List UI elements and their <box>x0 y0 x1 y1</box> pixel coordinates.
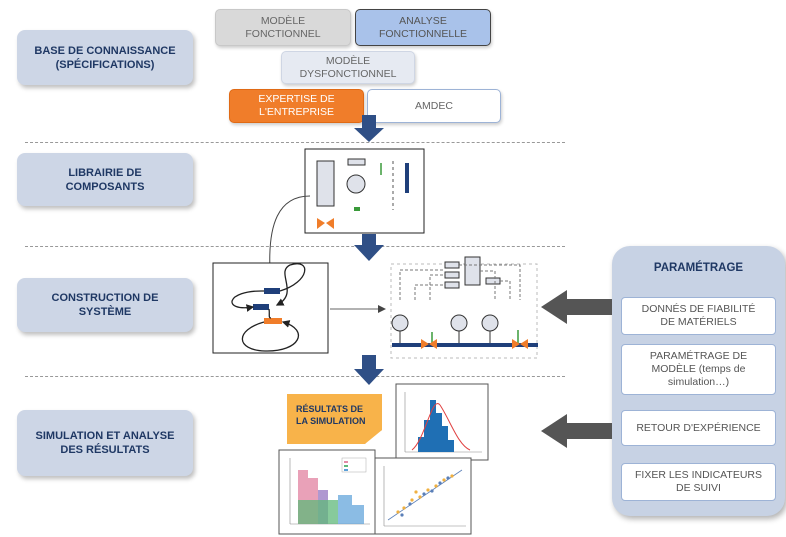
parametrage-title: PARAMÉTRAGE <box>653 262 744 274</box>
separator-1 <box>25 142 565 143</box>
results-note: RÉSULTATS DE LA SIMULATION <box>287 394 382 444</box>
gray-arrow-retour <box>541 414 612 448</box>
param-item-modele: PARAMÉTRAGE DE MODÈLE (temps de simulati… <box>621 344 776 395</box>
scatter-thumbnail <box>374 457 472 535</box>
stage-knowledge-base: BASE DE CONNAISSANCE (SPÉCIFICATIONS) <box>17 30 193 85</box>
system-schematic <box>390 256 538 359</box>
gray-arrow-fiabilite <box>541 290 612 324</box>
stage-component-library: LIBRAIRIE DE COMPOSANTS <box>17 153 193 206</box>
component-library-box <box>304 148 425 234</box>
param-item-retour: RETOUR D'EXPÉRIENCE <box>621 410 776 446</box>
down-arrow-1 <box>354 115 384 142</box>
results-note-text: RÉSULTATS DE LA SIMULATION <box>296 404 366 426</box>
stage-system-construction: CONSTRUCTION DE SYSTÈME <box>17 278 193 332</box>
param-item-indicateurs: FIXER LES INDICATEURS DE SUIVI <box>621 463 776 501</box>
stage-simulation-analysis: SIMULATION ET ANALYSE DES RÉSULTATS <box>17 410 193 476</box>
histogram-thumbnail <box>395 383 489 461</box>
separator-2 <box>25 246 565 247</box>
down-arrow-3 <box>354 355 384 385</box>
box-modele-dysfonctionnel: MODÈLE DYSFONCTIONNEL <box>281 51 415 84</box>
box-analyse-fonctionnelle: ANALYSE FONCTIONNELLE <box>355 9 491 46</box>
box-modele-fonctionnel: MODÈLE FONCTIONNEL <box>215 9 351 46</box>
overlap-histogram-thumbnail <box>278 449 376 535</box>
box-amdec: AMDEC <box>367 89 501 123</box>
box-expertise: EXPERTISE DE L'ENTREPRISE <box>229 89 364 123</box>
down-arrow-2 <box>354 234 384 261</box>
param-item-fiabilite: DONNÉS DE FIABILITÉ DE MATÉRIELS <box>621 297 776 335</box>
separator-3 <box>25 376 565 377</box>
system-construction-box <box>212 262 329 354</box>
